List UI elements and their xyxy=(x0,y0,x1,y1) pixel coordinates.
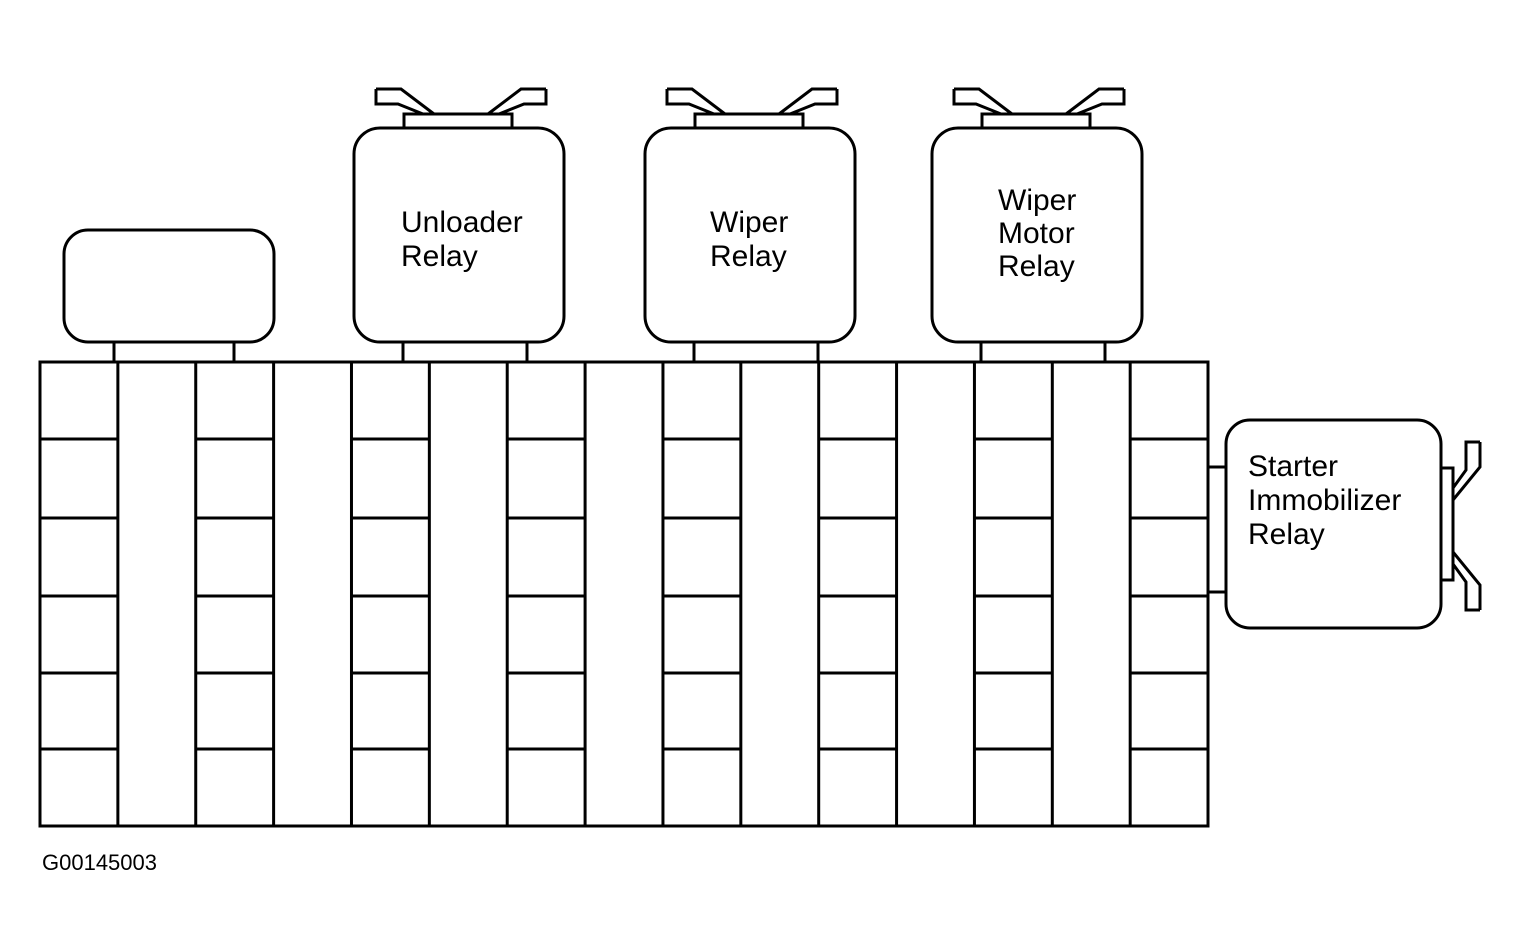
unloader-relay-label-line2: Relay xyxy=(401,240,478,273)
wiper-relay-left-clip xyxy=(665,87,726,116)
unlabeled-relay xyxy=(62,228,276,362)
unloader-relay-bracket-base xyxy=(402,112,514,130)
starter-relay-label-line2: Immobilizer xyxy=(1248,484,1401,517)
wiper-motor-relay-label-line3: Relay xyxy=(998,250,1075,283)
wiper-relay-bracket-base xyxy=(693,112,805,130)
wiper-motor-relay-body xyxy=(930,126,1144,344)
starter-relay-label-line1: Starter xyxy=(1248,450,1338,483)
starter-immobilizer-relay: Starter Immobilizer Relay xyxy=(1208,418,1482,630)
unloader-relay: Unloader Relay xyxy=(352,87,566,362)
wiper-motor-relay-label-line2: Motor xyxy=(998,217,1075,250)
wiper-motor-relay-bracket-base xyxy=(980,112,1092,130)
starter-relay-body xyxy=(1224,418,1443,630)
wiper-relay-label-line1: Wiper xyxy=(710,206,788,239)
figure-code: G00145003 xyxy=(42,850,157,875)
unlabeled-relay-body xyxy=(62,228,276,344)
wiper-relay-label-line2: Relay xyxy=(710,240,787,273)
wiper-motor-relay-right-clip xyxy=(1065,87,1126,116)
wiper-motor-relay-left-clip xyxy=(952,87,1013,116)
unloader-relay-right-clip xyxy=(487,87,548,116)
unloader-relay-body xyxy=(352,126,566,344)
fuse-block xyxy=(38,360,1210,828)
starter-relay-label-line3: Relay xyxy=(1248,518,1325,551)
starter-relay-bottom-clip xyxy=(1451,551,1482,612)
starter-relay-bracket-base xyxy=(1439,466,1455,582)
wiper-relay-right-clip xyxy=(778,87,839,116)
wiper-motor-relay-label-line1: Wiper xyxy=(998,184,1076,217)
wiper-relay: Wiper Relay xyxy=(643,87,857,362)
fuse-block-outline xyxy=(38,360,1210,828)
unloader-relay-left-clip xyxy=(374,87,435,116)
unloader-relay-label-line1: Unloader xyxy=(401,206,523,239)
wiper-relay-body xyxy=(643,126,857,344)
wiper-motor-relay: Wiper Motor Relay xyxy=(930,87,1144,362)
starter-relay-top-clip xyxy=(1451,440,1482,501)
